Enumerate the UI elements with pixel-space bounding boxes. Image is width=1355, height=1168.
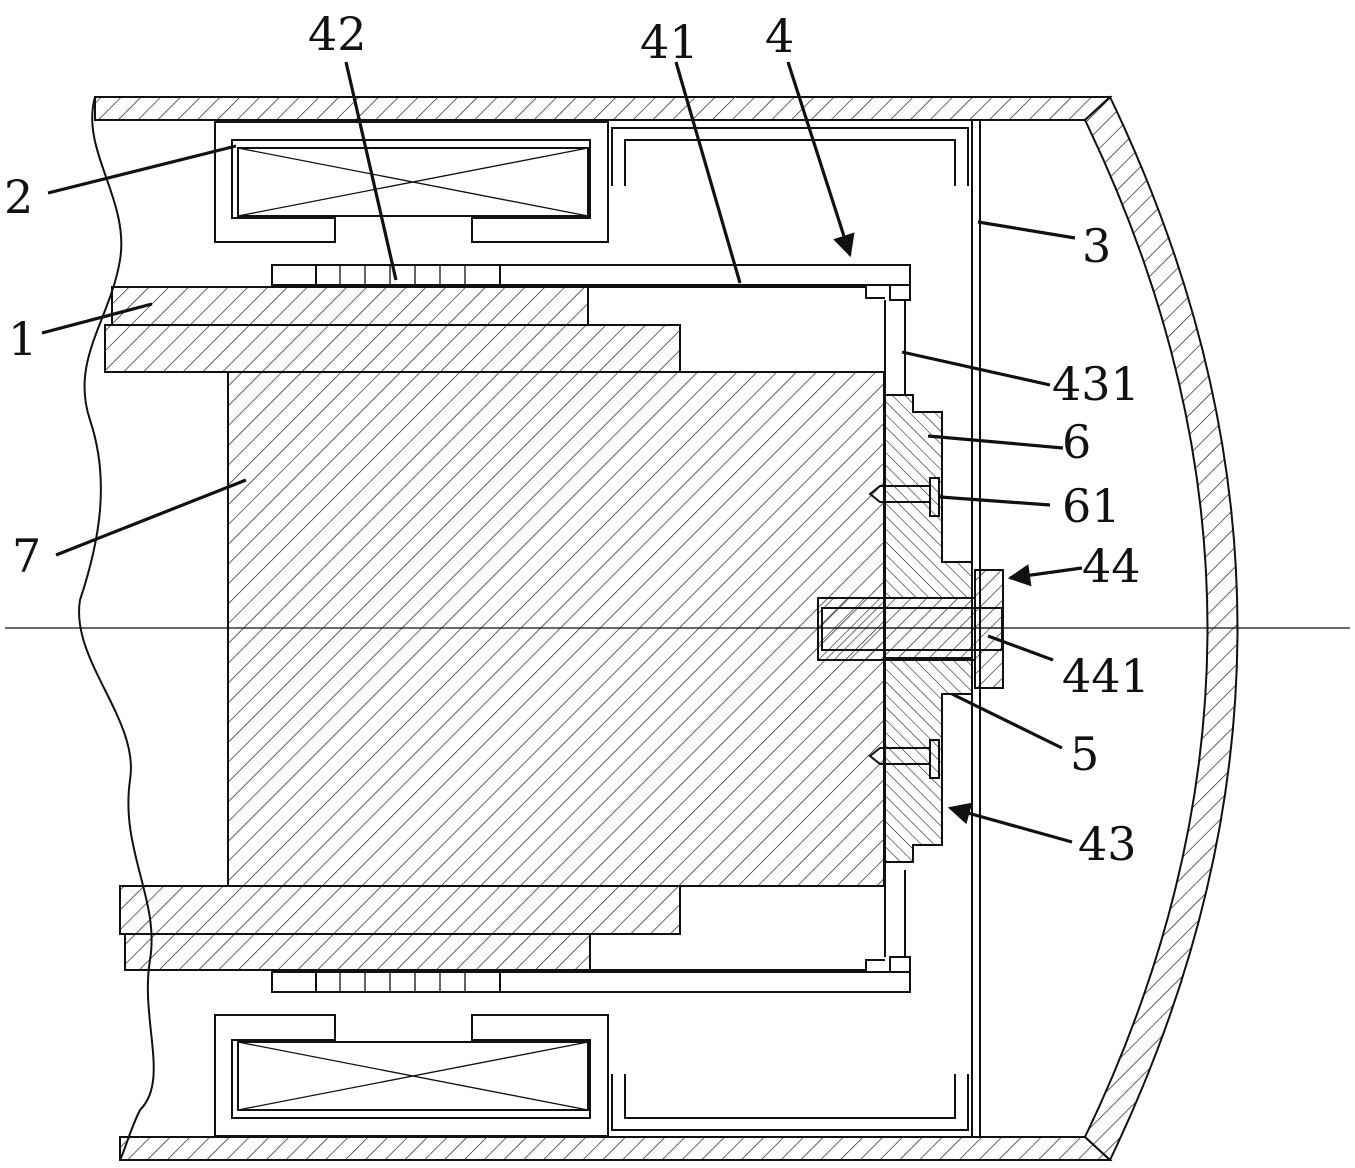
label-43: 43 [1078,817,1137,871]
break-line [78,96,155,1161]
stator-coil-bottom [214,1014,609,1137]
label-41: 41 [640,15,699,69]
label-4: 4 [765,9,794,63]
screw-top [868,477,940,517]
label-1: 1 [8,312,37,366]
label-44: 44 [1082,539,1141,593]
hub [884,394,973,863]
stator-coil-top [214,121,609,243]
tube-top [104,286,866,373]
label-441: 441 [1062,649,1150,703]
label-7: 7 [12,529,41,583]
shaft-bushing [817,569,1004,689]
label-42: 42 [308,7,367,61]
rotor-sleeve-top [271,264,911,301]
label-431: 431 [1052,357,1140,411]
label-2: 2 [4,170,33,224]
label-61: 61 [1062,479,1121,533]
tube-bottom [119,885,866,971]
screw-bottom [868,739,940,779]
label-6: 6 [1062,415,1091,469]
part-labels: 2 42 41 4 3 1 431 6 61 7 44 441 5 43 [4,7,1150,871]
chamber-frame [611,127,969,1131]
rotor-sleeve-bottom [271,956,911,993]
label-3: 3 [1082,219,1111,273]
rotor-core [227,371,885,887]
outer-housing [94,95,1239,1162]
label-5: 5 [1070,727,1099,781]
leader-lines [41,61,1083,844]
